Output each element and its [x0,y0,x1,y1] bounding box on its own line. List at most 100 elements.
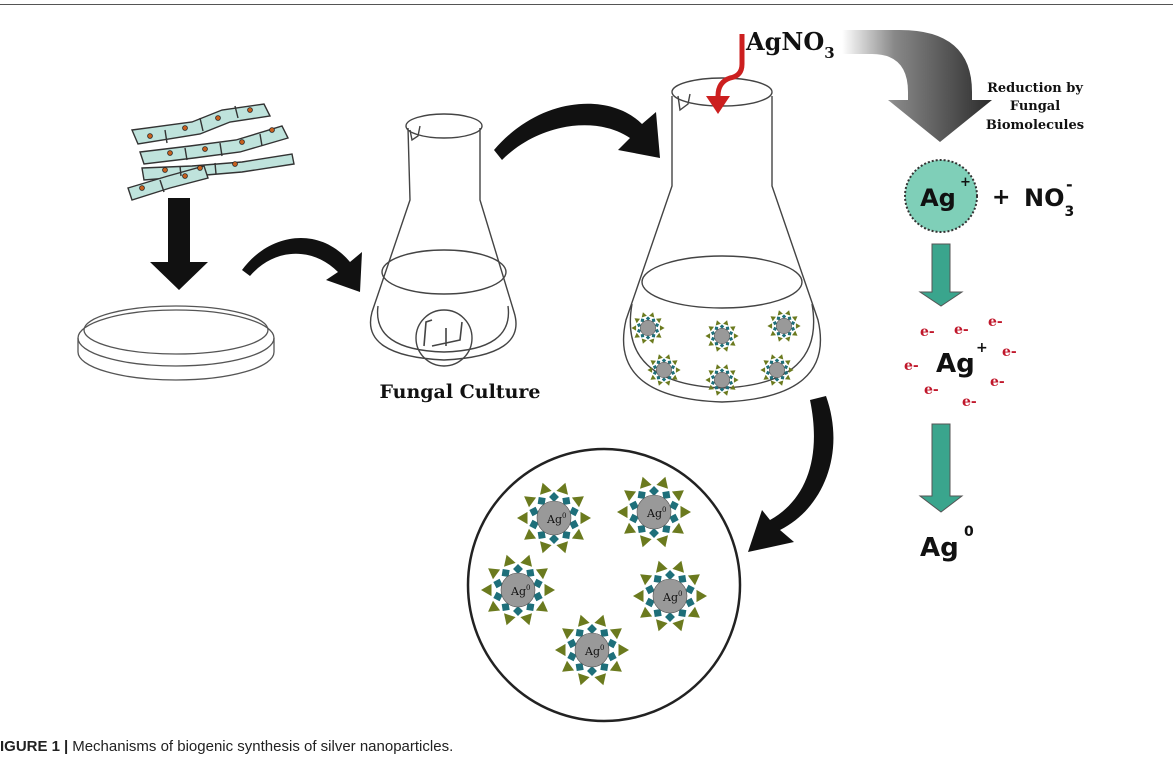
capping-square [654,322,660,328]
capping-triangle [715,346,721,352]
capping-triangle [715,364,721,370]
capping-triangle [730,326,736,332]
capping-square [629,500,639,511]
curved-arrow-3-icon [748,396,834,552]
capping-triangle [481,583,492,597]
capping-square [637,524,646,533]
nanoparticle-label: Ag0 [662,590,682,604]
no3-charge: - [1066,175,1073,194]
particle-core [714,372,730,388]
capping-triangle [672,560,684,573]
silver-nanoparticle: Ag0 [517,482,591,554]
capping-square [652,370,658,376]
capping-triangle [730,340,736,346]
particle-core [640,320,656,336]
capping-triangle [760,367,766,373]
capping-triangle [785,336,791,342]
capping-square [501,569,510,578]
capping-square [710,336,716,342]
capping-triangle [633,589,644,603]
capping-triangle [675,367,681,373]
capping-triangle [708,340,714,346]
capping-square [637,491,646,500]
capping-triangle [578,614,590,627]
red-arrow-icon [706,34,745,114]
capping-square [662,524,671,533]
capping-square [656,360,661,365]
electron-label: e- [988,314,1003,330]
capping-triangle [723,364,729,370]
capping-triangle [571,496,584,508]
ag-middle-label: Ag [936,349,975,379]
capping-square [653,575,662,584]
particle-core [636,494,672,530]
capping-square [652,364,658,370]
capping-triangle [671,522,684,534]
capping-triangle [555,643,566,657]
top-rule [0,4,1173,5]
capping-triangle [649,338,655,344]
silver-nanoparticle [705,364,739,396]
capping-triangle [687,574,700,586]
capping-square [549,534,559,544]
capping-triangle [650,360,656,366]
petri-dish-icon [77,305,275,381]
capping-square [533,578,543,589]
silver-nanoparticle: Ag0 [633,560,707,632]
capping-triangle [641,338,647,344]
silver-nanoparticle [760,354,794,386]
electron-label: e- [962,394,977,410]
capping-triangle [672,360,678,366]
capping-square [765,364,771,370]
capping-square [710,330,716,336]
capping-square [513,564,523,574]
silver-nanoparticle: Ag0 [481,554,555,626]
electron-cloud: e-e-e-e-e-e-e-e- [904,314,1017,410]
capping-square [790,320,796,326]
silver-nanoparticle: Ag0 [617,476,691,548]
capping-square [656,375,661,380]
curved-arrow-1-icon [242,238,362,292]
capping-square [725,326,730,331]
capping-square [685,584,695,595]
capping-triangle [723,390,729,396]
capping-triangle [770,330,776,336]
capping-square [645,335,651,340]
capping-square [653,608,662,617]
teal-arrow-2-icon [918,423,964,513]
capping-triangle [795,323,801,329]
capping-square [669,500,679,511]
particle-core [652,578,688,614]
capping-square [661,377,667,382]
capping-square [710,374,716,380]
particle-core [769,362,785,378]
capping-square [728,380,734,386]
capping-triangle [723,320,729,326]
capping-triangle [770,380,776,386]
capping-square [569,506,579,517]
teal-arrow-1-icon [918,243,964,307]
capping-triangle [657,354,663,360]
capping-square [667,375,672,380]
capping-triangle [777,310,783,316]
figure-label: IGURE 1 [0,738,61,755]
reduction-arrow-icon [842,30,992,142]
capping-square [537,530,546,539]
electron-label: e- [924,382,939,398]
capping-triangle [656,535,668,548]
capping-square [769,360,774,365]
no3-label: NO3 [1024,184,1074,220]
capping-square [607,651,617,662]
capping-square [774,377,780,382]
capping-square [776,316,781,321]
capping-triangle [517,511,528,525]
figure-caption-text: Mechanisms of biogenic synthesis of silv… [72,738,454,755]
capping-triangle [777,336,783,342]
electron-label: e- [954,322,969,338]
capping-triangle [520,613,532,626]
capping-triangle [556,482,568,495]
capping-square [529,519,539,530]
capping-square [790,326,796,332]
capping-triangle [788,367,794,373]
nanoparticle-label: Ag0 [546,512,566,526]
